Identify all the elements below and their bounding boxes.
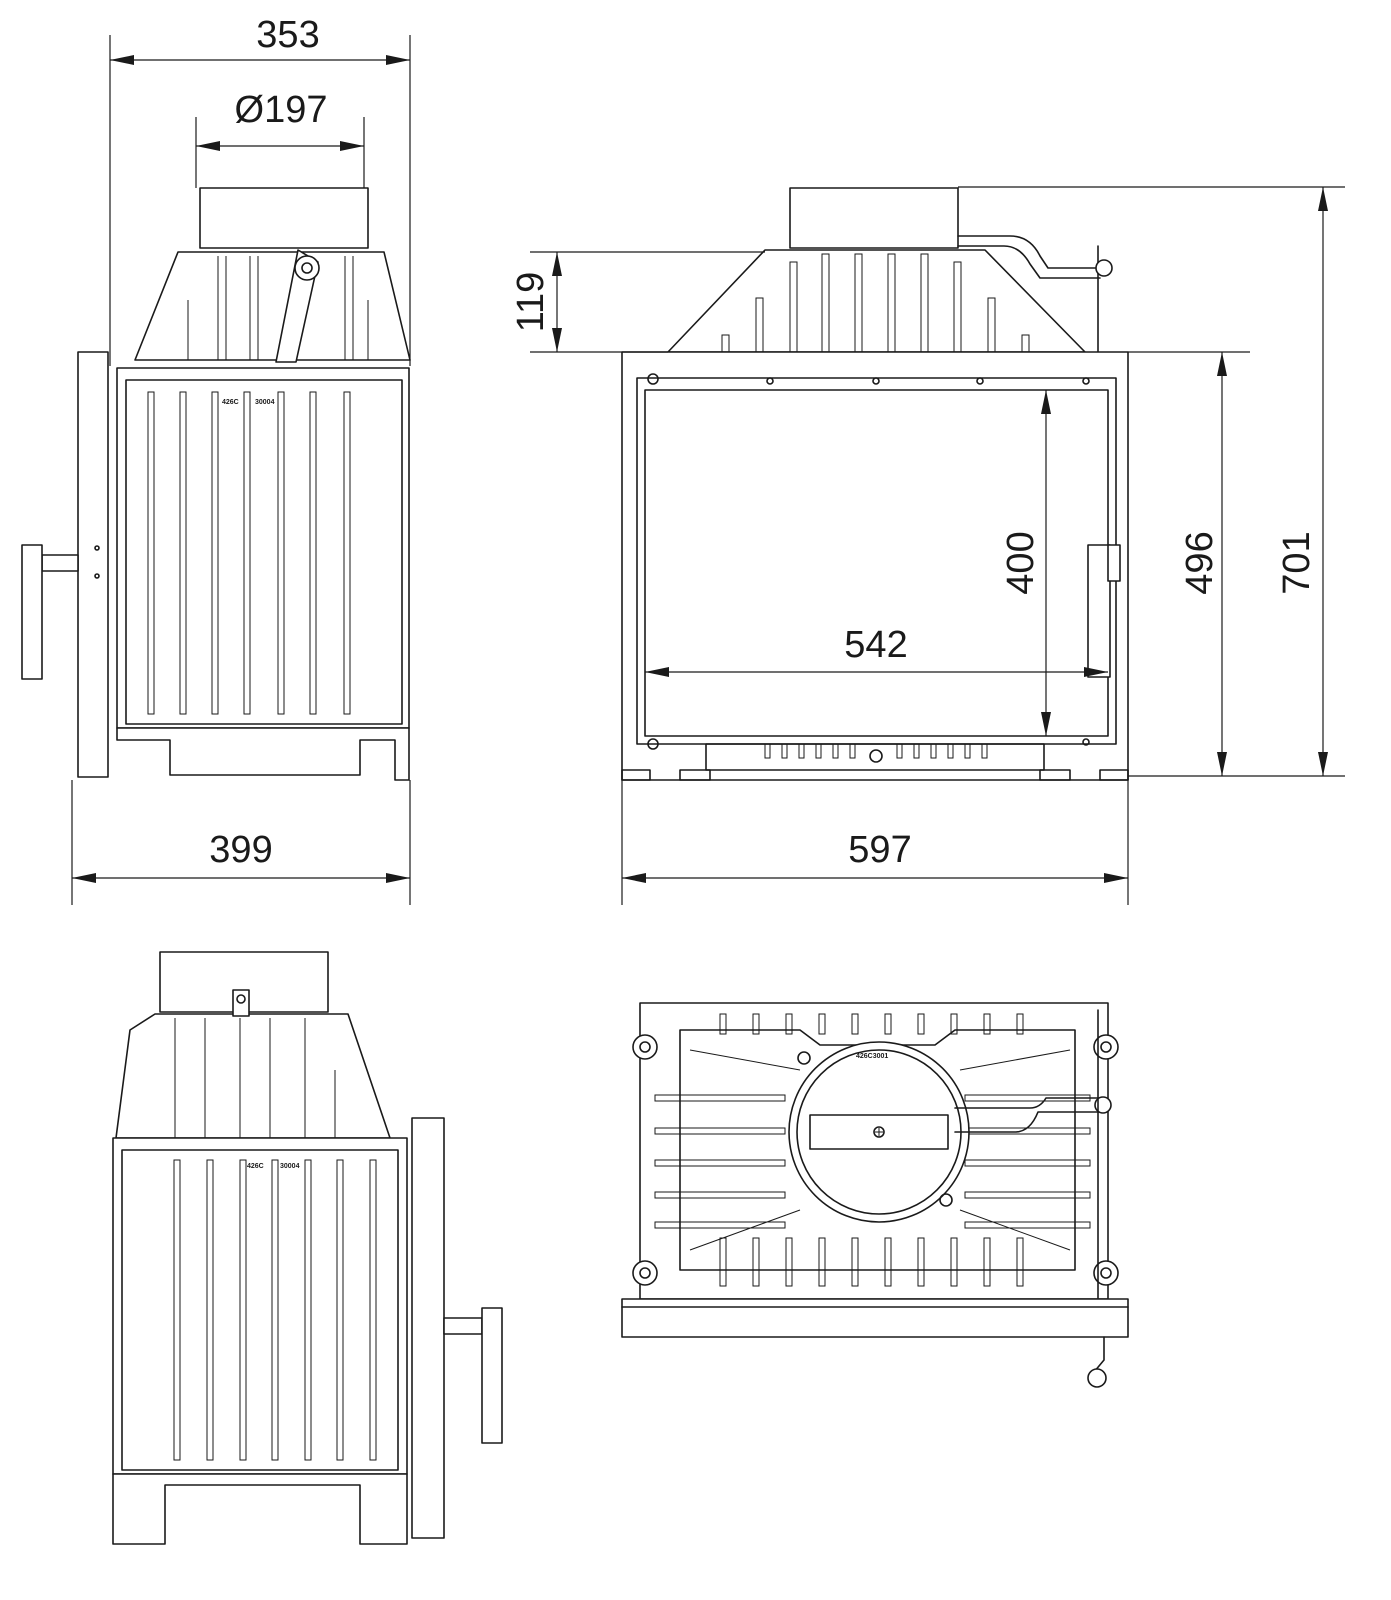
dim-text-197: Ø197 xyxy=(235,89,328,131)
side-view-left: 426C 30004 353 Ø197 xyxy=(21,14,411,905)
dim-text-399: 399 xyxy=(209,829,272,871)
dim-flue-diameter xyxy=(195,117,365,188)
front-view: 542 400 496 701 xyxy=(510,186,1345,905)
plate-code-a: 426C xyxy=(222,399,239,406)
latch-pull xyxy=(1093,1336,1105,1373)
top-view-front-lip xyxy=(621,1298,1129,1338)
hood-ribs xyxy=(187,256,369,360)
corner-mounts xyxy=(632,1034,1119,1286)
door-handle-grip-right xyxy=(481,1307,503,1444)
damper-pivot xyxy=(294,255,320,281)
side-body-right xyxy=(112,1137,408,1475)
dim-side-width xyxy=(71,780,411,905)
top-view-plate xyxy=(679,1029,1076,1271)
dim-front-width xyxy=(621,780,1129,905)
air-vent-strip xyxy=(705,743,1045,771)
dim-text-353: 353 xyxy=(256,14,319,56)
dim-text-119: 119 xyxy=(510,272,552,333)
door-frame-side-right xyxy=(411,1117,445,1539)
dim-text-400: 400 xyxy=(1000,531,1042,594)
side-hood-right xyxy=(115,1013,391,1139)
front-flue-collar xyxy=(789,187,959,249)
dim-glass-height xyxy=(1041,390,1051,736)
dim-glass-width xyxy=(645,667,1108,677)
dim-collar-height xyxy=(530,251,765,353)
side-ribs xyxy=(147,391,351,715)
damper-plate xyxy=(809,1114,949,1150)
side-view-right: 426C 30004 xyxy=(112,951,503,1545)
door-handle-stem xyxy=(41,554,79,572)
top-hood xyxy=(134,251,411,361)
side-body xyxy=(116,367,410,729)
dim-total-height xyxy=(958,186,1345,777)
dim-top-width xyxy=(109,35,411,366)
plate-code-b-2: 30004 xyxy=(280,1163,300,1170)
dim-text-597: 597 xyxy=(848,829,911,871)
front-door xyxy=(636,377,1117,745)
top-view: 426C3001 xyxy=(621,1002,1129,1388)
side-base-right xyxy=(112,1473,408,1545)
door-frame-side xyxy=(77,351,109,778)
dim-text-701: 701 xyxy=(1276,531,1318,594)
top-damper-rod xyxy=(954,1097,1101,1109)
plate-code-a-2: 426C xyxy=(247,1163,264,1170)
side-base xyxy=(116,727,410,781)
damper-rod xyxy=(957,235,1101,269)
flue-collar xyxy=(199,187,369,249)
plate-code-b: 30004 xyxy=(255,399,275,406)
door-latch xyxy=(1087,544,1111,678)
side-ribs-right xyxy=(173,1159,377,1461)
dim-body-height xyxy=(1128,351,1250,777)
top-view-fins xyxy=(654,1013,1091,1287)
dim-text-496: 496 xyxy=(1179,531,1221,594)
door-handle-grip xyxy=(21,544,43,680)
air-vent-slots xyxy=(764,743,988,759)
top-code: 426C3001 xyxy=(856,1053,888,1060)
dim-text-542: 542 xyxy=(844,624,907,666)
door-handle-stem-right xyxy=(443,1317,483,1335)
